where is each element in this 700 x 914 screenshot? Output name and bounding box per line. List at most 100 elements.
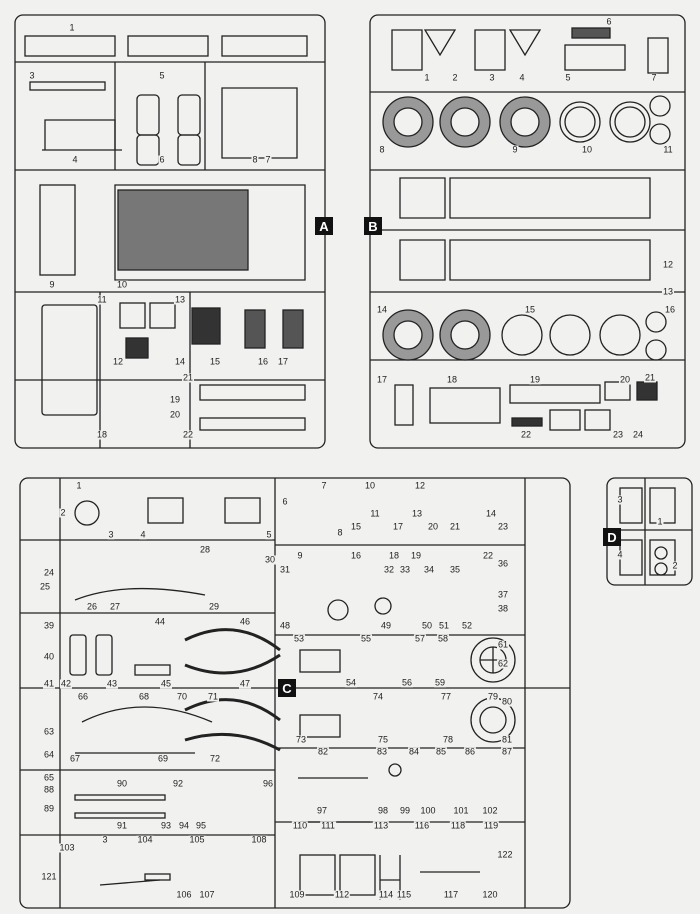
- sprue-c-part-number: 54: [344, 677, 358, 688]
- sprue-c-part-number: 18: [387, 550, 401, 561]
- sprue-c-part-number: 13: [410, 508, 424, 519]
- sprue-c-part-number: 112: [333, 889, 351, 900]
- sprue-c-part-number: 113: [372, 820, 390, 831]
- sprue-c-part-number: 84: [407, 746, 421, 757]
- sprue-c-part-number: 107: [198, 889, 216, 900]
- sprue-c-part-number: 8: [336, 527, 344, 538]
- sprue-b-part-number: 9: [511, 144, 519, 155]
- sprue-c-part-number: 23: [496, 521, 510, 532]
- sprue-c-part-number: 83: [375, 746, 389, 757]
- sprue-c-part-number: 118: [449, 820, 467, 831]
- sprue-c-part-number: 5: [265, 529, 273, 540]
- sprue-c-part-number: 49: [379, 620, 393, 631]
- sprue-c-part-number: 87: [500, 746, 514, 757]
- sprue-b-part-number: 4: [518, 72, 526, 83]
- sprue-c-part-number: 69: [156, 753, 170, 764]
- sprue-a-part-number: 12: [111, 356, 125, 367]
- sprue-c-part-number: 100: [419, 805, 437, 816]
- sprue-c-part-number: 110: [291, 820, 309, 831]
- sprue-c-part-number: 16: [349, 550, 363, 561]
- sprue-c-part-number: 56: [400, 677, 414, 688]
- sprue-a-part-number: 21: [181, 372, 195, 383]
- sprue-c-part-number: 2: [59, 507, 67, 518]
- sprue-c-part-number: 79: [486, 691, 500, 702]
- sprue-c-part-number: 89: [42, 803, 56, 814]
- sprue-a-part-number: 5: [158, 70, 166, 81]
- sprue-c-part-number: 3: [101, 834, 109, 845]
- sprue-a-part-number: 16: [256, 356, 270, 367]
- sprue-c-part-number: 52: [460, 620, 474, 631]
- sprue-c-part-number: 9: [296, 550, 304, 561]
- sprue-c-part-number: 64: [42, 749, 56, 760]
- sprue-b-part-number: 6: [605, 16, 613, 27]
- sprue-c-part-number: 66: [76, 691, 90, 702]
- sprue-c-part-number: 80: [500, 696, 514, 707]
- sprue-c-part-number: 25: [38, 581, 52, 592]
- sprue-c-part-number: 31: [278, 564, 292, 575]
- sprue-c-part-number: 72: [208, 753, 222, 764]
- sprue-c-part-number: 81: [500, 734, 514, 745]
- sprue-a-part-number: 17: [276, 356, 290, 367]
- sprue-b-part-number: 24: [631, 429, 645, 440]
- sprue-a-part-number: 19: [168, 394, 182, 405]
- sprue-c-part-number: 109: [288, 889, 306, 900]
- sprue-c-part-number: 102: [481, 805, 499, 816]
- sprue-c-part-number: 105: [188, 834, 206, 845]
- sprue-c-part-number: 15: [349, 521, 363, 532]
- sprue-c-part-number: 106: [175, 889, 193, 900]
- sprue-b-part-number: 12: [661, 259, 675, 270]
- sprue-c-part-number: 28: [198, 544, 212, 555]
- sprue-c-part-number: 61: [496, 639, 510, 650]
- sprue-c-part-number: 3: [107, 529, 115, 540]
- sprue-c-part-number: 70: [175, 691, 189, 702]
- sprue-c-part-number: 48: [278, 620, 292, 631]
- sprue-c-part-number: 114: [377, 889, 395, 900]
- sprue-c-part-number: 116: [413, 820, 431, 831]
- sprue-d-part-number: 4: [616, 549, 624, 560]
- sprue-c-part-number: 47: [238, 678, 252, 689]
- sprue-a-part-number: 4: [71, 154, 79, 165]
- sprue-c-part-number: 75: [376, 734, 390, 745]
- sprue-a-part-number: 3: [28, 70, 36, 81]
- sprue-c-part-number: 34: [422, 564, 436, 575]
- sprue-c-part-number: 1: [75, 480, 83, 491]
- sprue-c-part-number: 119: [482, 820, 500, 831]
- sprue-b-part-number: 19: [528, 374, 542, 385]
- sprue-c-part-number: 46: [238, 616, 252, 627]
- sprue-c-part-number: 59: [433, 677, 447, 688]
- sprue-c-part-number: 108: [250, 834, 268, 845]
- sprue-c-part-number: 71: [206, 691, 220, 702]
- sprue-b-part-number: 15: [523, 304, 537, 315]
- sprue-c-part-number: 104: [136, 834, 154, 845]
- sprue-c-part-number: 19: [409, 550, 423, 561]
- sprue-c-part-number: 20: [426, 521, 440, 532]
- sprue-b-part-number: 14: [375, 304, 389, 315]
- sprue-b-part-number: 23: [611, 429, 625, 440]
- sprue-a-part-number: 18: [95, 429, 109, 440]
- sprue-a-part-number: 22: [181, 429, 195, 440]
- sprue-d-part-number: 1: [656, 516, 664, 527]
- sprue-c-part-number: 33: [398, 564, 412, 575]
- sprue-a-part-number: 8: [251, 154, 259, 165]
- sprue-c-part-number: 11: [369, 508, 381, 519]
- sprue-b-part-number: 13: [661, 286, 675, 297]
- sprue-c-part-number: 92: [171, 778, 185, 789]
- sprue-c-part-number: 39: [42, 620, 56, 631]
- sprue-c-part-number: 101: [452, 805, 470, 816]
- sprue-c-part-number: 103: [58, 842, 76, 853]
- sprue-a-part-number: 7: [264, 154, 272, 165]
- sprue-c-part-number: 67: [68, 753, 82, 764]
- sprue-c-part-number: 95: [194, 820, 208, 831]
- sprue-c-part-number: 30: [263, 554, 277, 565]
- sprue-d-part-number: 2: [671, 560, 679, 571]
- sprue-c-part-number: 42: [59, 678, 73, 689]
- sprue-c-part-number: 98: [376, 805, 390, 816]
- sprue-a-part-number: 20: [168, 409, 182, 420]
- sprue-a-label: A: [315, 217, 333, 235]
- sprue-c-part-number: 111: [320, 820, 336, 831]
- sprue-a-part-number: 11: [96, 294, 108, 305]
- sprue-c-part-number: 94: [177, 820, 191, 831]
- sprue-b-part-number: 17: [375, 374, 389, 385]
- sprue-c-part-number: 22: [481, 550, 495, 561]
